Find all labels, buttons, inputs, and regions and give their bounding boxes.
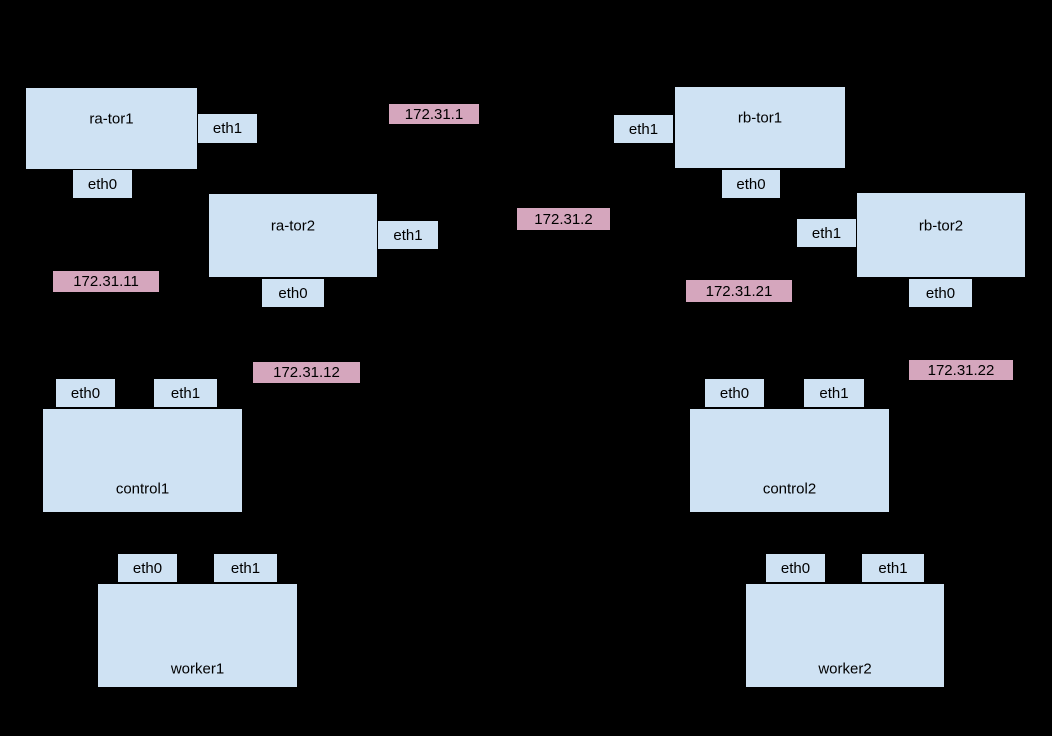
node-rb-tor2: rb-tor2: [856, 192, 1026, 278]
node-rb-tor1: rb-tor1: [674, 86, 846, 169]
node-ra-tor2: ra-tor2: [208, 193, 378, 278]
port-worker2-eth0: eth0: [765, 553, 826, 583]
ip-label-172-31-22: 172.31.22: [909, 360, 1013, 380]
port-control1-eth0: eth0: [55, 378, 116, 408]
node-ra-tor1: ra-tor1: [25, 87, 198, 170]
node-rb-tor1-label: rb-tor1: [737, 109, 783, 127]
node-control1: control1: [42, 408, 243, 513]
ip-label-172-31-11: 172.31.11: [53, 271, 159, 292]
ip-label-172-31-2: 172.31.2: [517, 208, 610, 230]
port-rb-tor1-eth0: eth0: [721, 169, 781, 199]
port-ra-tor1-eth0: eth0: [72, 169, 133, 199]
port-ra-tor2-eth1: eth1: [377, 220, 439, 250]
port-control1-eth1: eth1: [153, 378, 218, 408]
node-control2: control2: [689, 408, 890, 513]
node-ra-tor1-label: ra-tor1: [89, 110, 134, 128]
ip-label-172-31-12: 172.31.12: [253, 362, 360, 383]
port-control2-eth0: eth0: [704, 378, 765, 408]
node-worker1: worker1: [97, 583, 298, 688]
port-ra-tor1-eth1: eth1: [197, 113, 258, 144]
ip-label-172-31-21: 172.31.21: [686, 280, 792, 302]
node-control1-label: control1: [115, 480, 170, 498]
ip-label-172-31-1: 172.31.1: [389, 104, 479, 124]
port-worker1-eth1: eth1: [213, 553, 278, 583]
port-control2-eth1: eth1: [803, 378, 865, 408]
port-worker1-eth0: eth0: [117, 553, 178, 583]
port-rb-tor1-eth1: eth1: [613, 114, 674, 144]
node-worker2: worker2: [745, 583, 945, 688]
node-rb-tor2-label: rb-tor2: [918, 217, 964, 235]
node-worker2-label: worker2: [818, 660, 872, 678]
node-control2-label: control2: [762, 480, 817, 498]
port-rb-tor2-eth0: eth0: [908, 278, 973, 308]
port-worker2-eth1: eth1: [861, 553, 925, 583]
port-ra-tor2-eth0: eth0: [261, 278, 325, 308]
node-ra-tor2-label: ra-tor2: [270, 217, 316, 235]
port-rb-tor2-eth1: eth1: [796, 218, 857, 248]
node-worker1-label: worker1: [170, 660, 225, 678]
